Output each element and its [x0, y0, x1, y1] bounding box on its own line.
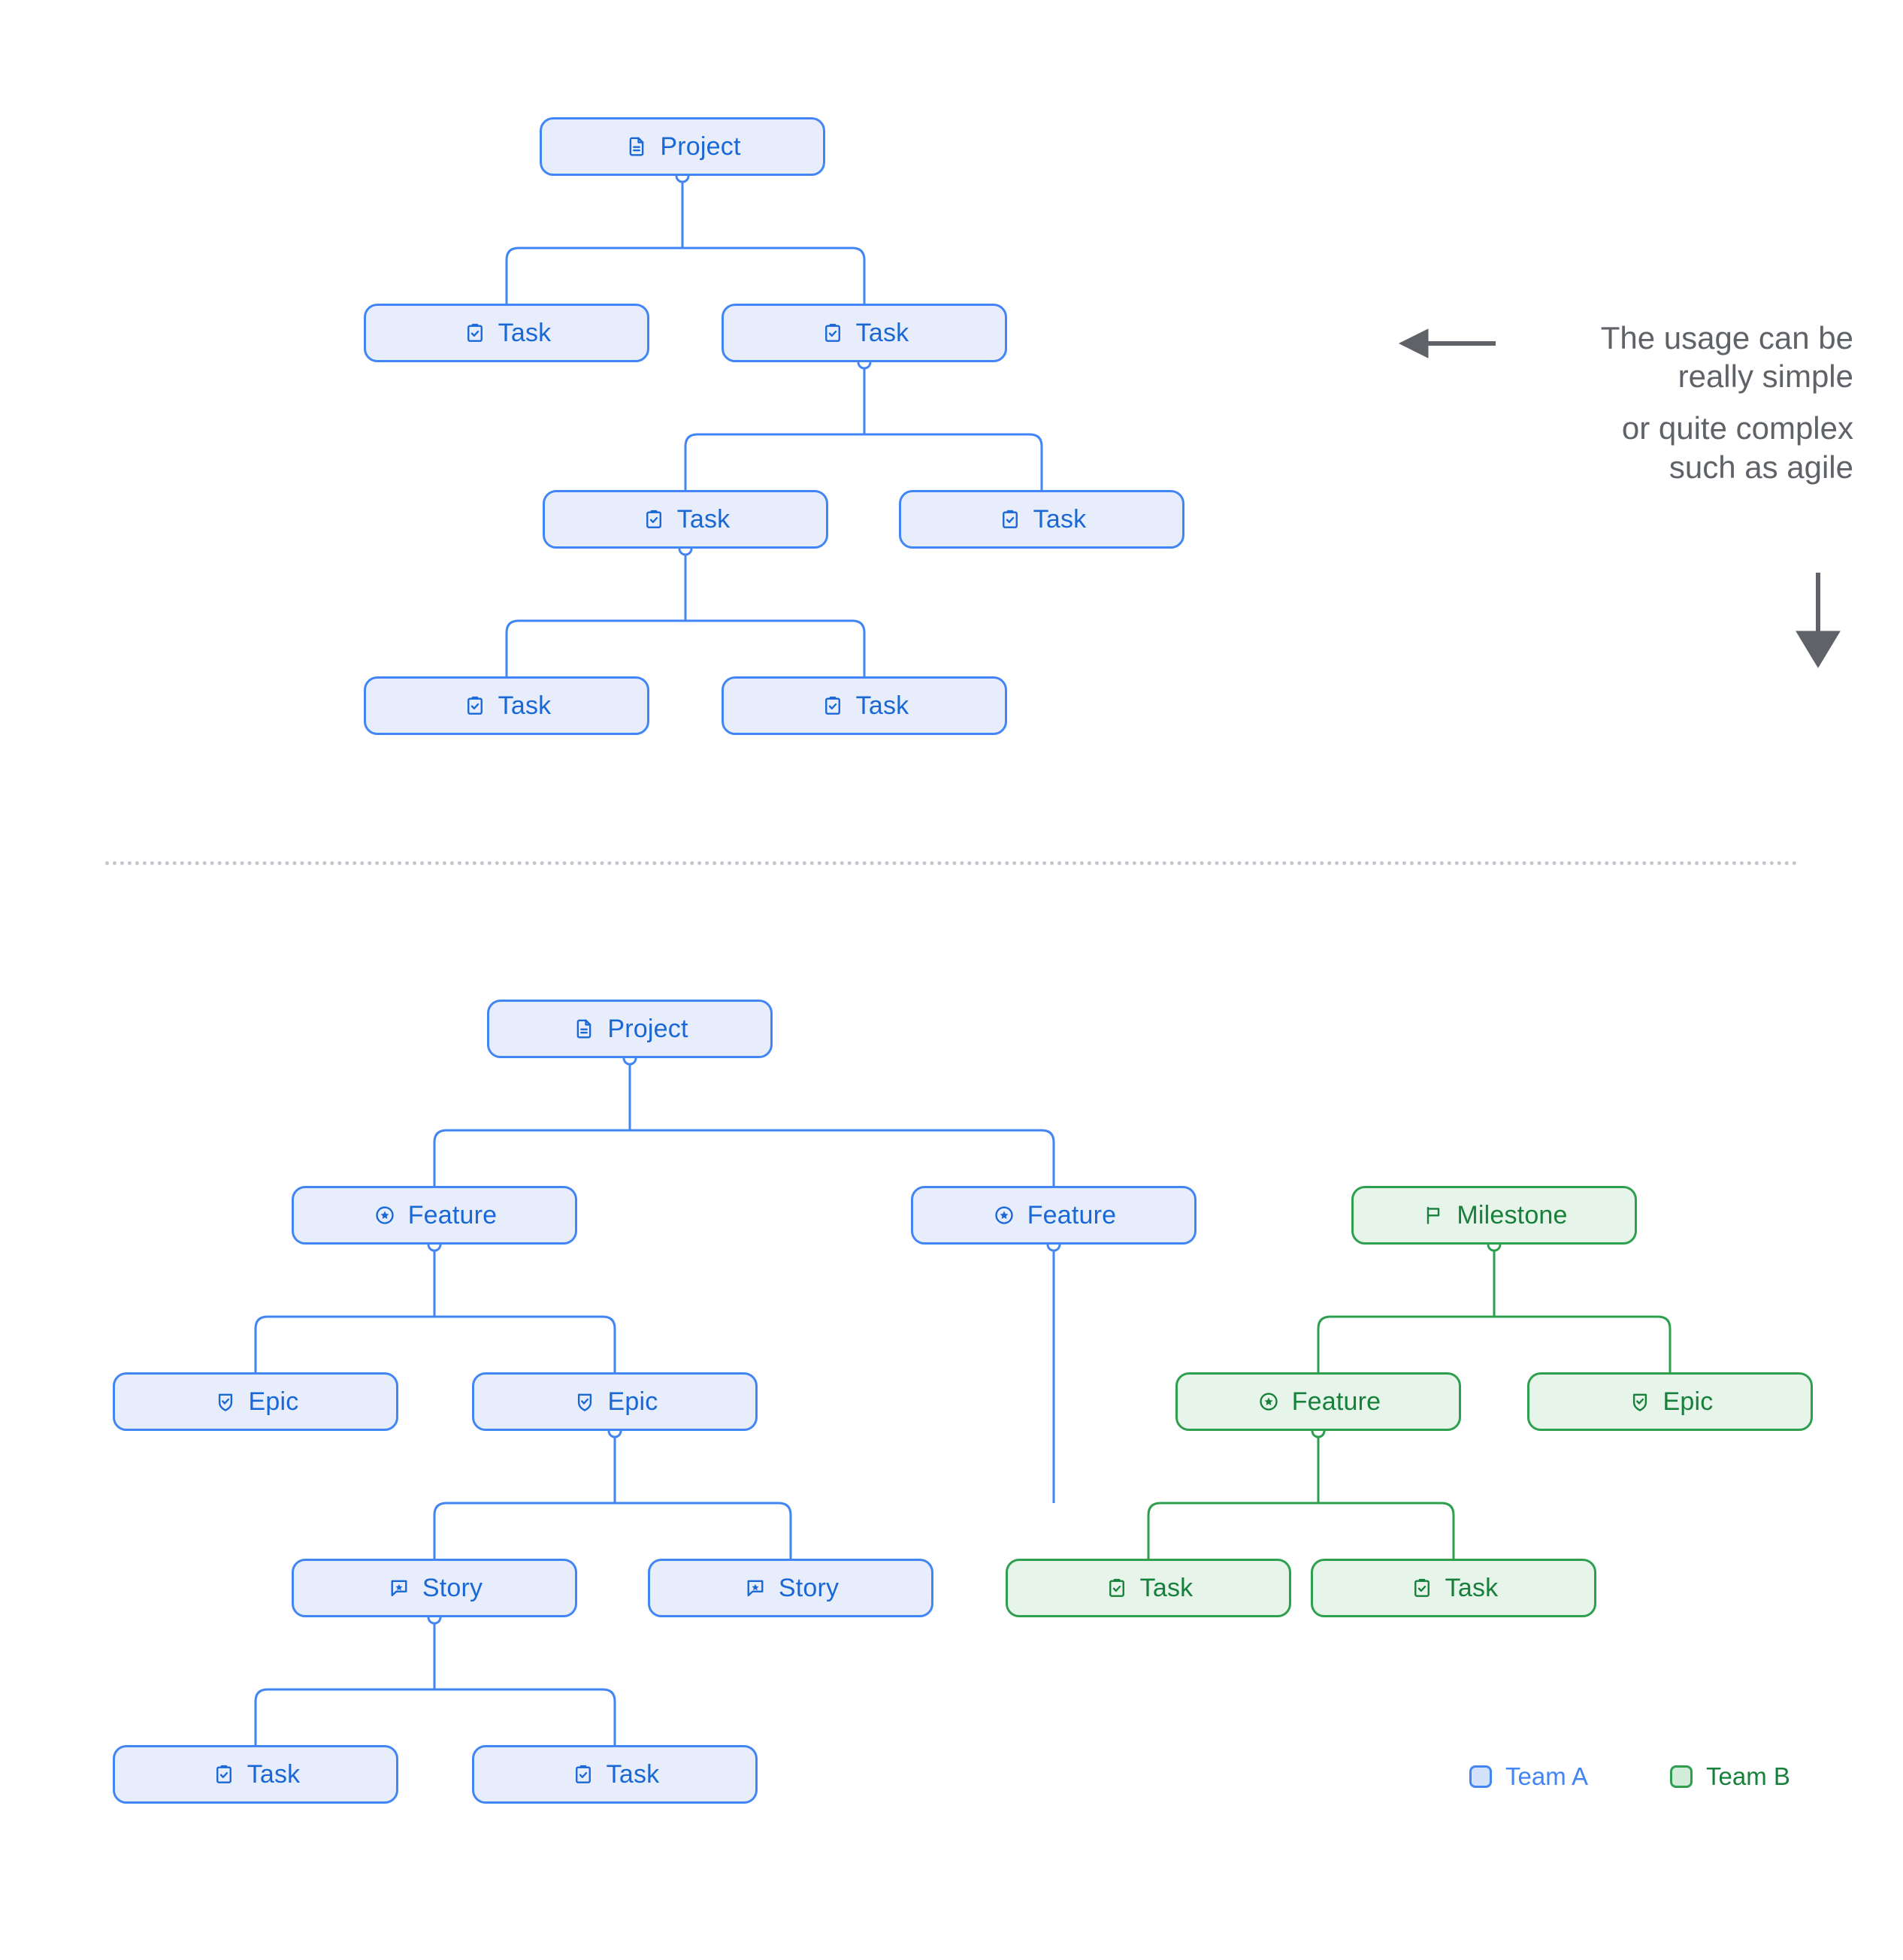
connector-path: [778, 1502, 792, 1559]
task-icon: [820, 693, 846, 718]
task-icon: [997, 507, 1023, 532]
node-task-b10[interactable]: Task: [1006, 1559, 1291, 1617]
node-label: Epic: [607, 1387, 658, 1416]
task-icon: [211, 1762, 237, 1787]
node-project-b0[interactable]: Project: [487, 1000, 773, 1058]
story-icon: [743, 1575, 768, 1601]
node-milestone-b3[interactable]: Milestone: [1351, 1186, 1637, 1245]
node-label: Task: [855, 319, 909, 347]
epic-icon: [572, 1389, 598, 1414]
node-label: Feature: [1027, 1201, 1117, 1230]
connector-path: [1029, 433, 1043, 490]
node-feature-b6[interactable]: Feature: [1175, 1372, 1461, 1431]
connector-path: [1441, 1502, 1455, 1559]
connector-path: [602, 1688, 616, 1745]
node-task-t3[interactable]: Task: [543, 490, 828, 549]
node-label: Task: [247, 1760, 301, 1789]
node-epic-b7[interactable]: Epic: [1527, 1372, 1813, 1431]
node-label: Project: [660, 132, 741, 161]
node-feature-b2[interactable]: Feature: [911, 1186, 1197, 1245]
milestone-icon: [1420, 1202, 1446, 1228]
connector-path: [602, 1315, 616, 1372]
feature-icon: [991, 1202, 1017, 1228]
epic-icon: [1627, 1389, 1653, 1414]
node-label: Project: [607, 1015, 688, 1043]
feature-icon: [1256, 1389, 1281, 1414]
node-story-b8[interactable]: Story: [292, 1559, 577, 1617]
node-epic-b4[interactable]: Epic: [113, 1372, 398, 1431]
task-icon: [462, 693, 488, 718]
connector-path: [505, 619, 519, 676]
node-label: Task: [498, 319, 552, 347]
annotation-line-2: really simple: [1678, 358, 1853, 395]
annotation-line-3: or quite complex: [1621, 410, 1853, 446]
task-icon: [641, 507, 667, 532]
legend-label-team-a: Team A: [1505, 1762, 1589, 1790]
node-task-b13[interactable]: Task: [472, 1745, 758, 1804]
epic-icon: [213, 1389, 238, 1414]
connector-path: [1317, 1315, 1331, 1372]
story-icon: [386, 1575, 412, 1601]
connector-path: [1657, 1315, 1672, 1372]
legend-swatch-team-b: [1670, 1765, 1693, 1788]
node-task-t4[interactable]: Task: [899, 490, 1184, 549]
node-label: Task: [676, 505, 731, 534]
node-label: Epic: [1662, 1387, 1714, 1416]
connector-path: [852, 247, 866, 304]
connector-path: [1147, 1502, 1161, 1559]
node-task-b12[interactable]: Task: [113, 1745, 398, 1804]
legend-team-b: Team B: [1670, 1762, 1790, 1791]
annotation-line-1: The usage can be: [1600, 320, 1853, 355]
connector-path: [254, 1688, 268, 1745]
node-label: Epic: [248, 1387, 299, 1416]
annotation-note: The usage can be really simple or quite …: [1601, 319, 1853, 486]
document-icon: [571, 1016, 597, 1042]
node-task-t5[interactable]: Task: [364, 676, 649, 735]
annotation-line-4: such as agile: [1669, 449, 1853, 485]
node-task-t6[interactable]: Task: [722, 676, 1007, 735]
task-icon: [820, 320, 846, 346]
node-label: Task: [1139, 1574, 1194, 1602]
arrow-left-icon: [1398, 328, 1496, 358]
node-project-t0[interactable]: Project: [540, 117, 825, 176]
node-epic-b5[interactable]: Epic: [472, 1372, 758, 1431]
arrow-down-icon: [1796, 573, 1841, 668]
section-divider: [105, 861, 1798, 865]
node-label: Story: [422, 1574, 483, 1602]
node-label: Story: [778, 1574, 840, 1602]
task-icon: [1104, 1575, 1130, 1601]
connector-path: [433, 1502, 447, 1559]
connector-path: [433, 1129, 447, 1186]
task-icon: [462, 320, 488, 346]
node-label: Task: [855, 691, 909, 720]
node-label: Task: [606, 1760, 660, 1789]
node-task-t1[interactable]: Task: [364, 304, 649, 362]
connector-path: [852, 619, 866, 676]
node-task-b11[interactable]: Task: [1311, 1559, 1596, 1617]
legend-team-a: Team A: [1469, 1762, 1588, 1791]
legend-label-team-b: Team B: [1706, 1762, 1790, 1790]
node-label: Milestone: [1457, 1201, 1568, 1230]
node-label: Task: [1445, 1574, 1499, 1602]
node-label: Feature: [1291, 1387, 1381, 1416]
node-label: Task: [1033, 505, 1087, 534]
task-icon: [1409, 1575, 1435, 1601]
node-feature-b1[interactable]: Feature: [292, 1186, 577, 1245]
document-icon: [624, 134, 649, 159]
node-label: Feature: [407, 1201, 498, 1230]
feature-icon: [372, 1202, 398, 1228]
connector-path: [1041, 1129, 1055, 1186]
legend-swatch-team-a: [1469, 1765, 1492, 1788]
connector-path: [254, 1315, 268, 1372]
connector-path: [505, 247, 519, 304]
node-story-b9[interactable]: Story: [648, 1559, 933, 1617]
node-task-t2[interactable]: Task: [722, 304, 1007, 362]
connector-path: [684, 433, 698, 490]
task-icon: [570, 1762, 596, 1787]
node-label: Task: [498, 691, 552, 720]
